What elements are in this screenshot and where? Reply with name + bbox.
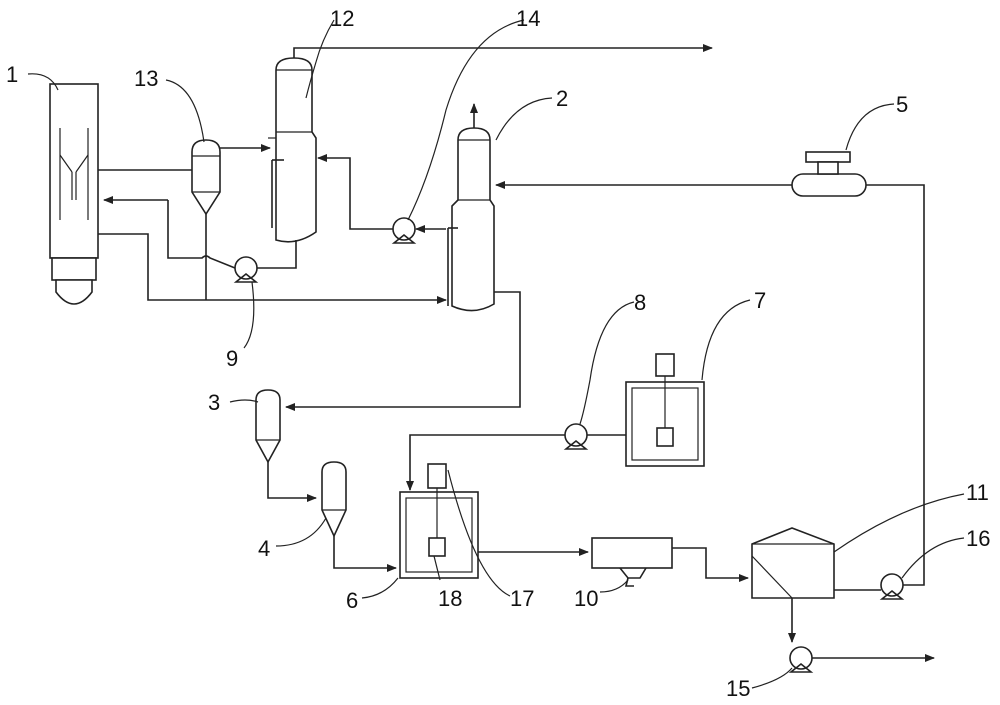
label-7: 7 (754, 288, 766, 313)
leader-lines (27, 19, 965, 689)
pump-15 (788, 646, 814, 673)
label-6: 6 (346, 588, 358, 613)
cyclone-13 (191, 139, 221, 216)
column-2 (447, 127, 495, 312)
equipment-labels: 1 2 3 4 5 6 7 8 9 10 11 12 13 14 15 16 1… (6, 6, 990, 701)
label-17: 17 (510, 586, 534, 611)
column-12 (268, 57, 317, 243)
label-10: 10 (574, 586, 598, 611)
motor-17 (427, 463, 447, 489)
label-18: 18 (438, 586, 462, 611)
pump-9 (233, 256, 259, 283)
label-15: 15 (726, 676, 750, 700)
pump-16 (879, 573, 905, 600)
label-8: 8 (634, 290, 646, 315)
label-3: 3 (208, 390, 220, 415)
pump-8 (563, 423, 589, 450)
label-1: 1 (6, 62, 18, 87)
impeller-18 (428, 537, 446, 557)
pump-14 (391, 217, 417, 244)
label-4: 4 (258, 536, 270, 561)
filter-10 (591, 537, 673, 587)
label-11: 11 (966, 480, 989, 505)
label-5: 5 (896, 92, 908, 117)
label-13: 13 (134, 66, 158, 91)
tank-11 (751, 527, 835, 599)
cyclone-3 (255, 389, 281, 464)
label-12: 12 (330, 6, 354, 31)
label-2: 2 (556, 86, 568, 111)
exchanger-5 (791, 151, 867, 197)
stirred-tank-6 (399, 463, 479, 579)
label-16: 16 (966, 526, 990, 551)
furnace-tower-1 (49, 83, 99, 305)
label-14: 14 (516, 6, 540, 31)
piping (98, 44, 935, 662)
label-9: 9 (226, 346, 238, 371)
stirred-tank-7 (625, 353, 705, 467)
cyclone-4 (321, 461, 347, 538)
